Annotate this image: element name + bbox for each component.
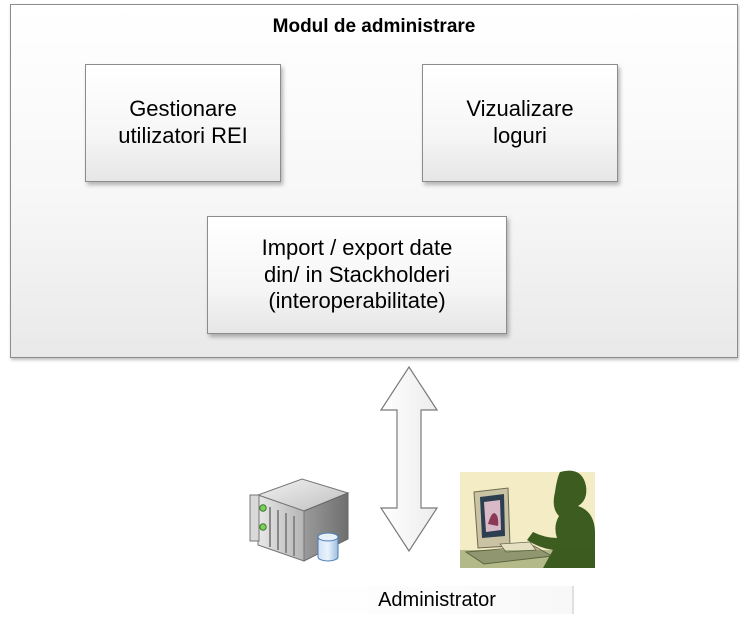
actor-label-box: Administrator [302, 586, 574, 614]
import-export-box: Import / export date din/ in Stackholder… [207, 216, 507, 334]
actor-label: Administrator [378, 588, 496, 611]
server-database-icon [249, 478, 350, 562]
double-headed-arrow-icon [380, 366, 438, 552]
module-title: Modul de administrare [272, 16, 476, 37]
user-at-computer-icon [460, 470, 595, 568]
user-management-label: Gestionare utilizatori REI [118, 96, 248, 148]
log-viewer-label: Vizualizare loguri [466, 96, 574, 148]
user-management-box: Gestionare utilizatori REI [85, 64, 281, 182]
log-viewer-box: Vizualizare loguri [422, 64, 618, 182]
import-export-label: Import / export date din/ in Stackholder… [261, 234, 453, 314]
